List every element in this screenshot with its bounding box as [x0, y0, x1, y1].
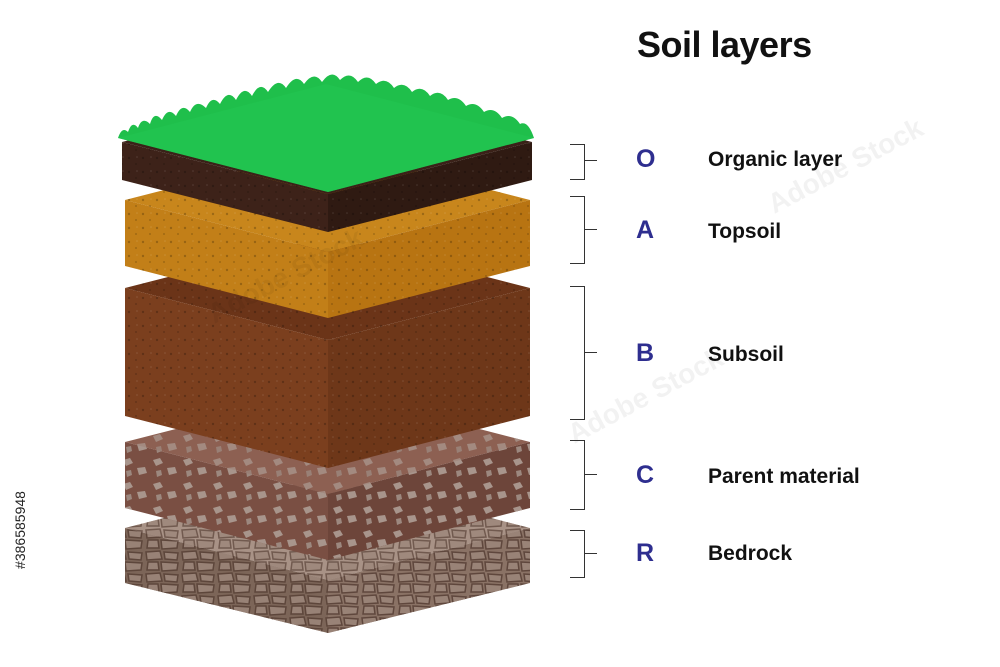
- bracket: [570, 530, 585, 578]
- bracket-tick: [585, 352, 597, 353]
- layer-code: C: [636, 461, 655, 489]
- layer-name: Subsoil: [708, 343, 784, 366]
- layer-code: B: [636, 339, 655, 367]
- layer-label-b: B Subsoil: [570, 286, 970, 420]
- layer-label-c: C Parent material: [570, 440, 970, 520]
- layer-name: Parent material: [708, 465, 860, 488]
- layer-name: Bedrock: [708, 542, 793, 565]
- layer-code: R: [636, 539, 655, 567]
- stock-id: #386585948: [12, 430, 30, 630]
- layer-label-r: R Bedrock: [570, 530, 970, 610]
- diagram-title: Soil layers: [637, 24, 812, 65]
- bracket-tick: [585, 474, 597, 475]
- bracket-tick: [585, 229, 597, 230]
- layer-name: Topsoil: [708, 220, 782, 243]
- layer-name: Organic layer: [708, 148, 843, 171]
- layer-code: O: [636, 145, 656, 173]
- stock-id-text: #386585948: [12, 491, 28, 569]
- bracket-tick: [585, 160, 597, 161]
- layer-label-a: A Topsoil: [570, 196, 970, 276]
- bracket: [570, 196, 585, 264]
- bracket: [570, 286, 585, 420]
- layer-label-o: O Organic layer: [570, 140, 970, 220]
- layer-code: A: [636, 216, 655, 244]
- bracket-tick: [585, 553, 597, 554]
- bracket: [570, 144, 585, 180]
- grass-top: [118, 74, 534, 192]
- bracket: [570, 440, 585, 510]
